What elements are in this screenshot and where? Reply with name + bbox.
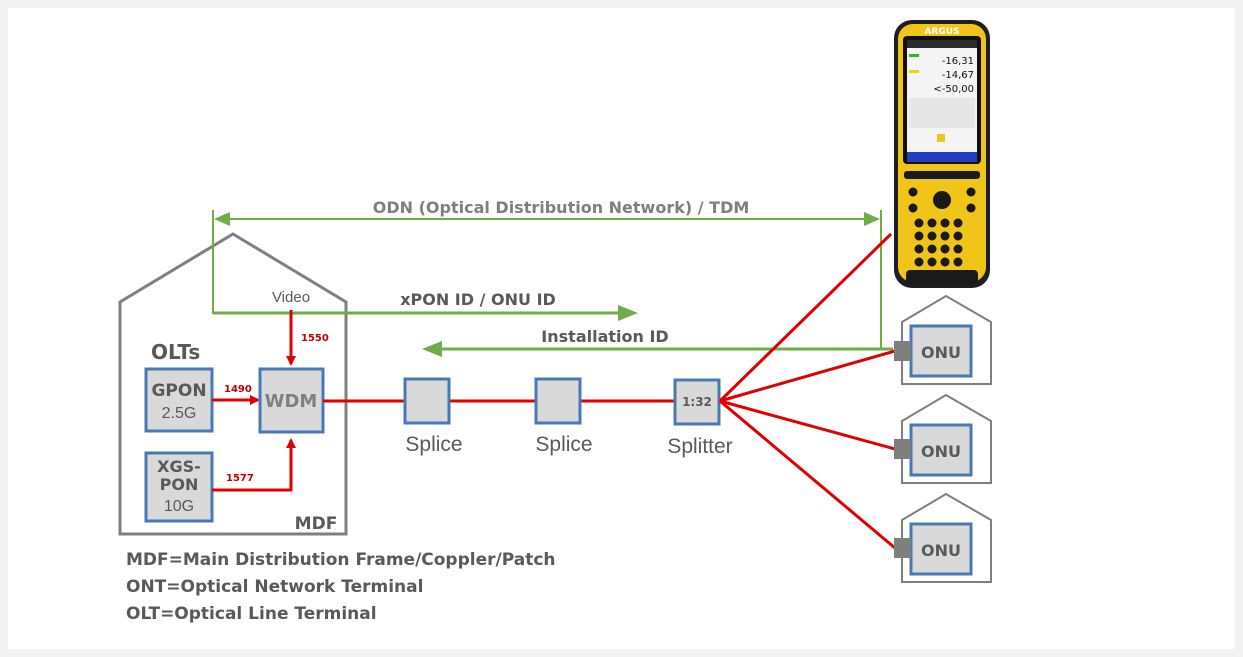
xgs-to-wdm-arrow	[212, 438, 296, 492]
video-label: Video	[272, 289, 310, 306]
onu-house-1: ONU	[894, 294, 992, 385]
xpon-arrow-head	[618, 305, 638, 321]
device-screen	[907, 40, 977, 152]
diagram-svg: ODN (Optical Distribution Network) / TDM…	[118, 20, 992, 624]
splice-box-2	[534, 377, 582, 425]
gpon-title: GPON	[151, 381, 206, 401]
odn-arrow-right-head	[864, 212, 880, 226]
xgs-pon-box	[144, 451, 214, 523]
onu-house-3: ONU	[894, 492, 992, 583]
fiber-to-onu-2	[719, 399, 896, 451]
gpon-box	[144, 367, 214, 433]
legend-line-2: ONT=Optical Network Terminal	[126, 577, 423, 597]
wdm-label: WDM	[265, 391, 318, 412]
xgs-speed: 10G	[164, 498, 194, 515]
device-reading-2: -14,67	[942, 70, 974, 81]
splice-label-1: Splice	[405, 433, 462, 456]
diagram-canvas: ODN (Optical Distribution Network) / TDM…	[8, 8, 1235, 649]
installation-label: Installation ID	[541, 327, 668, 346]
installation-arrow-head	[422, 341, 442, 357]
splice-label-2: Splice	[535, 433, 592, 456]
onu-port-1	[894, 341, 911, 361]
olts-label: OLTs	[151, 340, 200, 364]
xgs-line2: PON	[160, 475, 199, 494]
wdm-box	[258, 367, 325, 434]
device-reading-1: -16,31	[942, 56, 974, 67]
legend-line-3: OLT=Optical Line Terminal	[126, 604, 377, 624]
argus-device: ARGUS -16,31 -14,67 <-50,00	[894, 20, 990, 288]
onu-port-2	[894, 439, 911, 459]
xpon-label: xPON ID / ONU ID	[400, 290, 556, 309]
device-reading-3: <-50,00	[933, 84, 974, 95]
wavelength-1550: 1550	[301, 333, 329, 344]
onu-label-3: ONU	[921, 541, 961, 560]
xgs-line1: XGS-	[157, 457, 201, 476]
onu-house-2: ONU	[894, 393, 992, 484]
onu-label-1: ONU	[921, 343, 961, 362]
wavelength-1490: 1490	[224, 384, 252, 395]
splitter-ratio: 1:32	[682, 395, 712, 409]
legend-line-1: MDF=Main Distribution Frame/Coppler/Patc…	[126, 550, 556, 570]
mdf-house-outline	[118, 232, 348, 536]
splice-box-1	[403, 377, 451, 425]
splitter-box	[673, 378, 721, 426]
mdf-label: MDF	[295, 514, 338, 534]
odn-arrow-left-head	[214, 212, 230, 226]
onu-port-3	[894, 538, 911, 558]
onu-label-2: ONU	[921, 442, 961, 461]
fiber-to-onu-1	[719, 349, 896, 403]
device-brand: ARGUS	[924, 27, 959, 37]
fiber-to-onu-3	[719, 399, 896, 550]
wavelength-1577: 1577	[226, 473, 254, 484]
splitter-label: Splitter	[667, 435, 732, 458]
odn-label: ODN (Optical Distribution Network) / TDM	[373, 198, 750, 217]
fiber-to-device	[718, 232, 893, 403]
gpon-speed: 2.5G	[162, 405, 197, 422]
